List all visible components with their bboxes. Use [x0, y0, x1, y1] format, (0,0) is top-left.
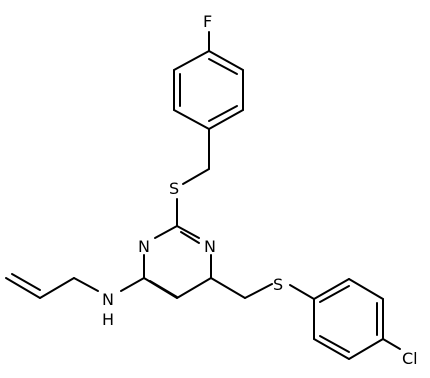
bond — [5, 277, 41, 299]
bond — [11, 273, 41, 291]
bond-c-cl — [382, 338, 401, 350]
bond — [39, 277, 75, 299]
bond — [210, 277, 246, 299]
bond — [154, 225, 178, 239]
chlorine-label: Cl — [402, 349, 418, 368]
bond — [176, 277, 212, 299]
bond — [289, 284, 315, 300]
amine-h-label: H — [102, 310, 114, 329]
bond-inner — [319, 335, 350, 353]
bond-inner — [319, 285, 350, 303]
fluorine-label: F — [203, 12, 212, 31]
bond-inner — [208, 105, 238, 122]
bond — [244, 283, 273, 299]
bond — [173, 109, 210, 130]
bond — [208, 109, 244, 130]
bond — [208, 50, 244, 71]
bond — [176, 225, 200, 239]
bond — [120, 277, 145, 292]
bond — [348, 278, 384, 300]
bond — [182, 168, 210, 185]
bond — [180, 231, 200, 244]
sulfur-right-label: S — [273, 275, 283, 294]
fluorophenyl-ring — [173, 50, 244, 130]
sulfur-top-label: S — [169, 179, 179, 198]
nitrogen-ring-left-label: N — [138, 237, 150, 256]
bond — [173, 50, 210, 71]
chlorophenyl-ring — [313, 278, 384, 360]
bond-inner — [208, 58, 238, 75]
bond — [313, 338, 350, 360]
nitrogen-ring-right-label: N — [204, 237, 216, 256]
pyrimidine-ring — [143, 225, 212, 299]
amine-n-label: N — [102, 290, 114, 309]
bond — [73, 277, 99, 292]
bond — [313, 278, 350, 300]
bond — [149, 280, 178, 298]
bond — [348, 338, 384, 360]
